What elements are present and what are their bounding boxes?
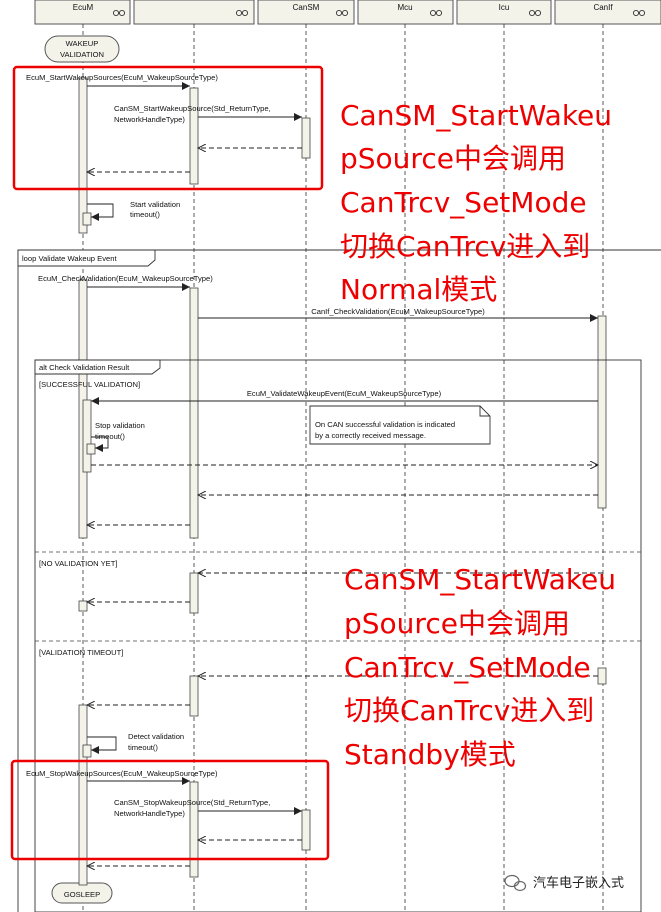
activation-bar: [301, 809, 311, 851]
guard-timeout: [VALIDATION TIMEOUT]: [39, 648, 123, 657]
messages: [87, 82, 603, 866]
highlight-box-start: [12, 65, 324, 191]
annotation-standby-line: 切换CanTrcv进入到: [344, 694, 594, 727]
activation-bar: [189, 87, 199, 185]
lifeline-box-canif: [554, 0, 661, 25]
activation-bar: [78, 600, 88, 612]
label-canif-check: CanIf_CheckValidation(EcuM_WakeupSourceT…: [311, 307, 485, 316]
annotation-normal-line: CanTrcv_SetMode: [340, 186, 587, 219]
lifeline-name-icu: Icu: [499, 3, 510, 12]
label-validate-event: EcuM_ValidateWakeupEvent(EcuM_WakeupSour…: [247, 389, 442, 398]
watermark: 汽车电子嵌入式: [504, 874, 624, 892]
activation-bar: [86, 443, 96, 455]
lifeline-box-ecum: [34, 0, 131, 25]
activation-bar: [189, 781, 199, 878]
annotation-normal-line: CanSM_StartWakeu: [340, 99, 612, 132]
note: On CAN successful validation is indicate…: [309, 405, 491, 445]
message-labels: EcuM_StartWakeupSources(EcuM_WakeupSourc…: [26, 73, 485, 818]
activation-bar: [82, 212, 92, 226]
watermark-text: 汽车电子嵌入式: [533, 875, 624, 891]
activation-bar: [78, 77, 88, 234]
activation-bar: [189, 675, 199, 717]
highlight-box-stop: [10, 759, 330, 861]
self-message-detect-timeout: [87, 736, 117, 754]
lifeline-name-canif: CanIf: [593, 3, 613, 12]
label-cansm-start-2: NetworkHandleType): [114, 115, 185, 124]
lifeline-name-mcu: Mcu: [397, 3, 412, 12]
activation-bar: [82, 399, 92, 473]
label-cansm-start-1: CanSM_StartWakeupSource(Std_ReturnType,: [114, 104, 271, 113]
annotation-normal-line: 切换CanTrcv进入到: [340, 230, 590, 263]
annotation-normal-line: pSource中会调用: [340, 142, 566, 175]
activation-bar: [597, 315, 607, 509]
annotation-standby: CanSM_StartWakeu pSource中会调用 CanTrcv_Set…: [344, 563, 616, 771]
self-message-start-timeout: [87, 203, 114, 221]
lifeline-name-cansm: CanSM: [293, 3, 320, 12]
activation-bar: [78, 704, 88, 886]
state-label-validation: VALIDATION: [60, 50, 104, 59]
loop-label: loop Validate Wakeup Event: [22, 254, 117, 263]
alt-fragment: alt Check Validation Result [SUCCESSFUL …: [34, 359, 642, 912]
note-line-1: On CAN successful validation is indicate…: [315, 420, 455, 429]
link-icon: [112, 9, 646, 17]
lifeline-headers: EcuM CanSM Mcu Icu CanIf: [34, 0, 661, 25]
label-stop-wakeup-sources: EcuM_StopWakeupSources(EcuM_WakeupSource…: [26, 769, 218, 778]
state-gosleep: GOSLEEP: [51, 882, 113, 904]
label-start-timeout-1: Start validation: [130, 200, 180, 209]
state-wakeup-validation: WAKEUP VALIDATION: [44, 35, 120, 63]
lifeline-name-ecum: EcuM: [73, 3, 94, 12]
annotation-standby-line: CanTrcv_SetMode: [344, 651, 591, 684]
label-detect-timeout-2: timeout(): [128, 743, 158, 752]
annotation-normal-line: Normal模式: [340, 273, 497, 306]
annotation-normal: CanSM_StartWakeu pSource中会调用 CanTrcv_Set…: [340, 99, 612, 306]
state-label-wakeup: WAKEUP: [66, 39, 99, 48]
label-detect-timeout-1: Detect validation: [128, 732, 184, 741]
activation-bar: [597, 667, 607, 685]
activation-bar: [189, 572, 199, 614]
label-cansm-stop-1: CanSM_StopWakeupSource(Std_ReturnType,: [114, 798, 270, 807]
loop-fragment: loop Validate Wakeup Event: [17, 249, 661, 912]
annotation-standby-line: pSource中会调用: [344, 607, 570, 640]
label-stop-timeout-2: timeout(): [95, 432, 125, 441]
guard-successful: [SUCCESSFUL VALIDATION]: [39, 380, 140, 389]
activation-bar: [301, 117, 311, 159]
self-message-stop-timeout: [91, 436, 109, 452]
label-stop-timeout-1: Stop validation: [95, 421, 145, 430]
alt-label: alt Check Validation Result: [39, 363, 130, 372]
lifeline-box-unnamed: [133, 0, 255, 25]
activation-bars: [78, 77, 607, 886]
note-line-2: by a correctly received message.: [315, 431, 426, 440]
label-start-wakeup-sources: EcuM_StartWakeupSources(EcuM_WakeupSourc…: [26, 73, 218, 82]
activation-bar: [82, 744, 92, 758]
lifeline-box-mcu: [357, 0, 454, 25]
state-label-gosleep: GOSLEEP: [64, 890, 100, 899]
annotation-standby-line: CanSM_StartWakeu: [344, 563, 616, 596]
label-check-validation: EcuM_CheckValidation(EcuM_WakeupSourceTy…: [38, 274, 213, 283]
wechat-icon: [504, 874, 527, 892]
guard-not-yet: [NO VALIDATION YET]: [39, 559, 117, 568]
lifeline-box-cansm: [257, 0, 355, 25]
label-start-timeout-2: timeout(): [130, 210, 160, 219]
annotation-standby-line: Standby模式: [344, 738, 516, 771]
activation-bar: [189, 287, 199, 539]
label-cansm-stop-2: NetworkHandleType): [114, 809, 185, 818]
